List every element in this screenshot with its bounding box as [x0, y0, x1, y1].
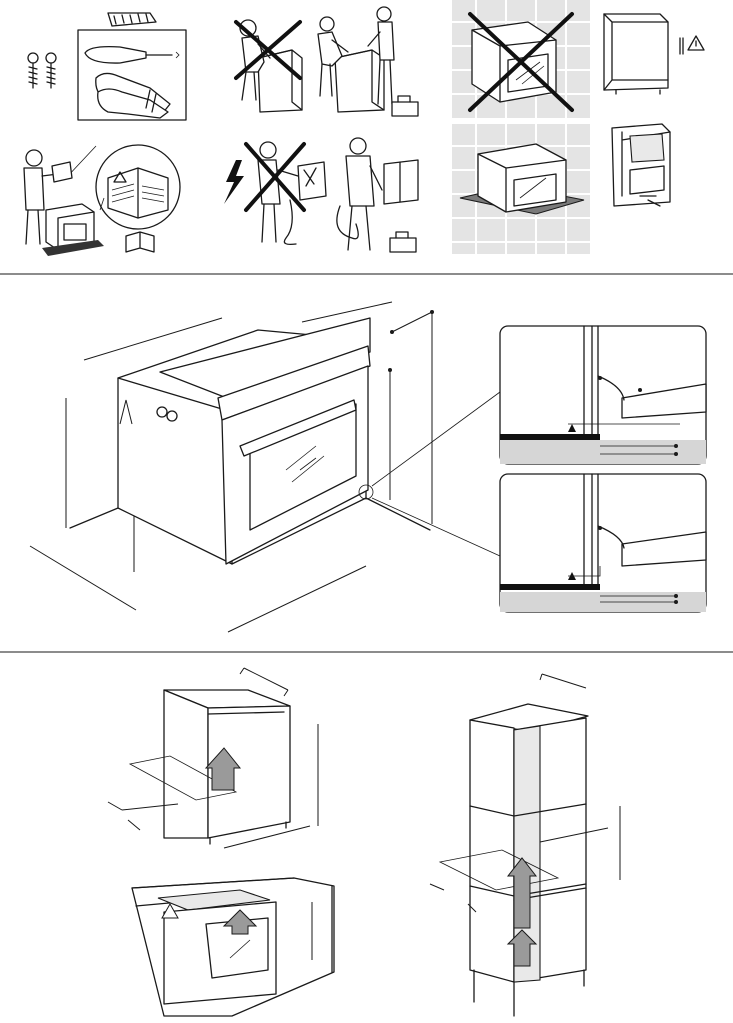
oven-dimensions — [30, 302, 500, 632]
under-counter-cabinet — [108, 668, 318, 848]
two-person-lift — [236, 7, 418, 116]
electrical-warning — [224, 142, 326, 244]
warning-triangle-icon — [688, 36, 704, 50]
manual-book-icon — [126, 232, 154, 252]
no-floor-placement — [452, 0, 590, 118]
tools-needed — [28, 13, 186, 120]
pallet-placement — [452, 124, 590, 254]
dimensions-panel — [30, 302, 706, 632]
detail-flush — [500, 326, 706, 464]
tall-cabinet — [430, 674, 620, 1016]
detail-offset — [500, 474, 706, 612]
safety-panel — [24, 0, 704, 256]
countertop-install — [132, 878, 334, 1016]
cabinet-parts — [612, 124, 670, 206]
cabinet-warning — [604, 14, 704, 94]
lightning-bolt-icon — [224, 160, 244, 204]
clamp-icon — [108, 13, 156, 26]
read-manual — [24, 145, 180, 256]
screw-icon — [28, 53, 56, 88]
toolbox-icon — [390, 232, 416, 252]
toolbox-icon — [392, 96, 418, 116]
cabinet-panel — [108, 668, 620, 1016]
protective-gear — [337, 138, 418, 252]
